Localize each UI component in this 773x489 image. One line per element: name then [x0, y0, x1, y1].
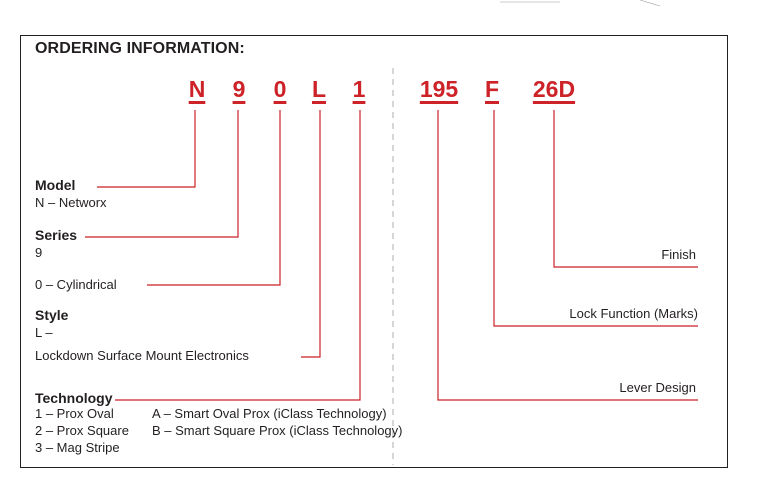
code-lock-function: F [484, 76, 500, 102]
code-cylindrical: 0 [273, 76, 287, 102]
code-lever-design: 195 [419, 76, 459, 102]
code-style: L [311, 76, 327, 102]
style-value: Lockdown Surface Mount Electronics [35, 348, 249, 363]
connector-cylindrical [147, 110, 281, 286]
code-series: 9 [232, 76, 246, 102]
model-value: N – Networx [35, 195, 107, 210]
technology-option: 3 – Mag Stripe [35, 440, 120, 455]
top-edge-fragment [500, 0, 661, 7]
connector-model [97, 110, 196, 188]
connector-lock-function [493, 110, 698, 327]
lock-function-label: Lock Function (Marks) [569, 306, 698, 321]
style-heading: Style [35, 307, 69, 323]
code-model: N [188, 76, 206, 102]
connector-technology [115, 110, 361, 401]
connector-lever-design [437, 110, 698, 401]
connector-finish [553, 110, 698, 268]
technology-option: A – Smart Oval Prox (iClass Technology) [152, 406, 387, 421]
connector-series [85, 110, 239, 238]
model-heading: Model [35, 177, 76, 193]
series-value: 9 [35, 245, 43, 260]
code-technology: 1 [352, 76, 366, 102]
cylindrical-value: 0 – Cylindrical [35, 277, 117, 292]
ordering-info-title: ORDERING INFORMATION: [35, 40, 245, 57]
technology-option: 1 – Prox Oval [35, 406, 114, 421]
series-heading: Series [35, 227, 78, 243]
ordering-info-box [20, 35, 728, 468]
technology-option: B – Smart Square Prox (iClass Technology… [152, 423, 403, 438]
connector-style [301, 110, 321, 358]
technology-option: 2 – Prox Square [35, 423, 129, 438]
code-finish: 26D [532, 76, 576, 102]
lever-design-label: Lever Design [619, 380, 696, 395]
finish-label: Finish [661, 247, 696, 262]
style-dash: L – [35, 325, 53, 340]
technology-heading: Technology [35, 390, 113, 406]
